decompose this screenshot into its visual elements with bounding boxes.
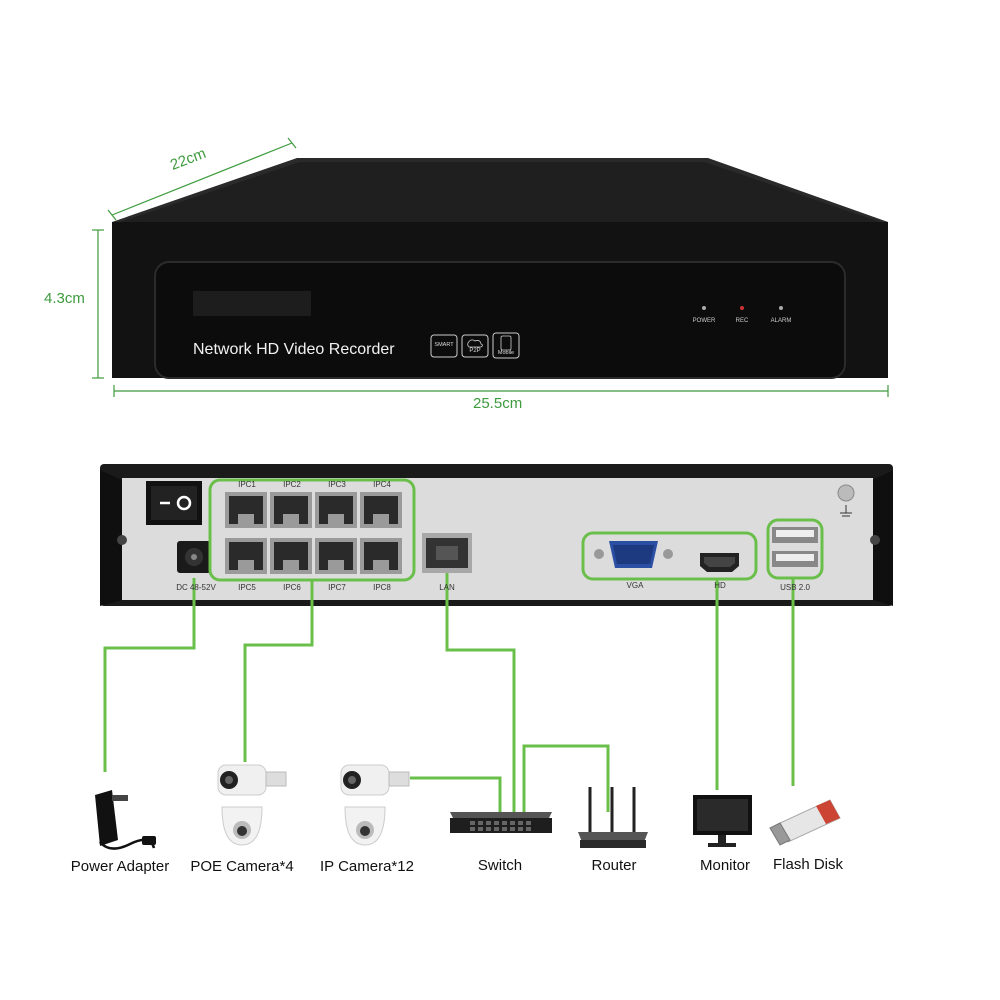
width-label: 25.5cm bbox=[473, 395, 523, 412]
usb-label: USB 2.0 bbox=[780, 583, 810, 592]
badge-mobile bbox=[492, 332, 520, 359]
rj45-port-icon bbox=[225, 538, 267, 574]
badge-p2p bbox=[461, 334, 489, 358]
vga-label: VGA bbox=[626, 581, 644, 590]
dimension-lines bbox=[92, 137, 889, 397]
dc-input-label: DC 48-52V bbox=[176, 583, 216, 592]
ipc8-label: IPC8 bbox=[373, 583, 391, 592]
badge-mobile-label: Mobile bbox=[497, 350, 515, 356]
monitor-icon bbox=[693, 795, 752, 847]
poe-camera-icon bbox=[217, 764, 287, 846]
device-label-router: Router bbox=[591, 857, 637, 874]
ipc1-label: IPC1 bbox=[238, 480, 256, 489]
ipc3-label: IPC3 bbox=[328, 480, 346, 489]
alarm-led-icon bbox=[779, 306, 783, 310]
front-display-window bbox=[193, 291, 311, 316]
power-switch-icon bbox=[146, 481, 202, 525]
ip-camera-icon bbox=[340, 764, 410, 846]
flash-disk-icon bbox=[769, 799, 841, 846]
ground-screw-icon bbox=[837, 484, 855, 517]
device-label-monitor: Monitor bbox=[699, 857, 751, 874]
ipc4-label: IPC4 bbox=[373, 480, 391, 489]
rj45-port-icon bbox=[315, 538, 357, 574]
switch-icon bbox=[450, 812, 552, 833]
badge-smart bbox=[430, 334, 458, 358]
rj45-port-icon bbox=[225, 492, 267, 528]
led-label-rec: REC bbox=[735, 318, 749, 324]
ipc2-label: IPC2 bbox=[283, 480, 301, 489]
connector-lines bbox=[103, 573, 795, 812]
poe-ports bbox=[225, 492, 402, 574]
rj45-port-icon bbox=[270, 538, 312, 574]
rec-led-icon bbox=[740, 306, 744, 310]
lan-label: LAN bbox=[439, 583, 455, 592]
device-label-power-adapter: Power Adapter bbox=[70, 858, 170, 875]
device-label-switch: Switch bbox=[477, 857, 523, 874]
hd-label: HD bbox=[714, 581, 726, 590]
hdmi-port-icon bbox=[700, 553, 739, 572]
rj45-port-icon bbox=[360, 538, 402, 574]
rj45-port-icon bbox=[270, 492, 312, 528]
product-name: Network HD Video Recorder bbox=[193, 341, 395, 358]
dc-jack-icon bbox=[177, 541, 211, 573]
led-label-alarm: ALARM bbox=[770, 318, 792, 324]
rj45-port-icon bbox=[360, 492, 402, 528]
badge-p2p-label: P2P bbox=[469, 348, 481, 354]
height-label: 4.3cm bbox=[44, 290, 85, 307]
ipc5-label: IPC5 bbox=[238, 583, 256, 592]
ipc7-label: IPC7 bbox=[328, 583, 346, 592]
power-adapter-icon bbox=[95, 790, 156, 850]
router-icon bbox=[578, 787, 648, 848]
device-label-flash-disk: Flash Disk bbox=[772, 856, 843, 873]
vga-port-icon bbox=[594, 541, 673, 568]
led-label-power: POWER bbox=[692, 318, 716, 324]
device-label-poe-camera: POE Camera*4 bbox=[190, 858, 294, 875]
power-led-icon bbox=[702, 306, 706, 310]
usb-port-icon bbox=[772, 527, 818, 567]
ipc6-label: IPC6 bbox=[283, 583, 301, 592]
badge-smart-label: SMART bbox=[434, 342, 454, 348]
device-label-ip-camera: IP Camera*12 bbox=[320, 858, 414, 875]
lan-port-icon bbox=[422, 533, 472, 573]
rj45-port-icon bbox=[315, 492, 357, 528]
